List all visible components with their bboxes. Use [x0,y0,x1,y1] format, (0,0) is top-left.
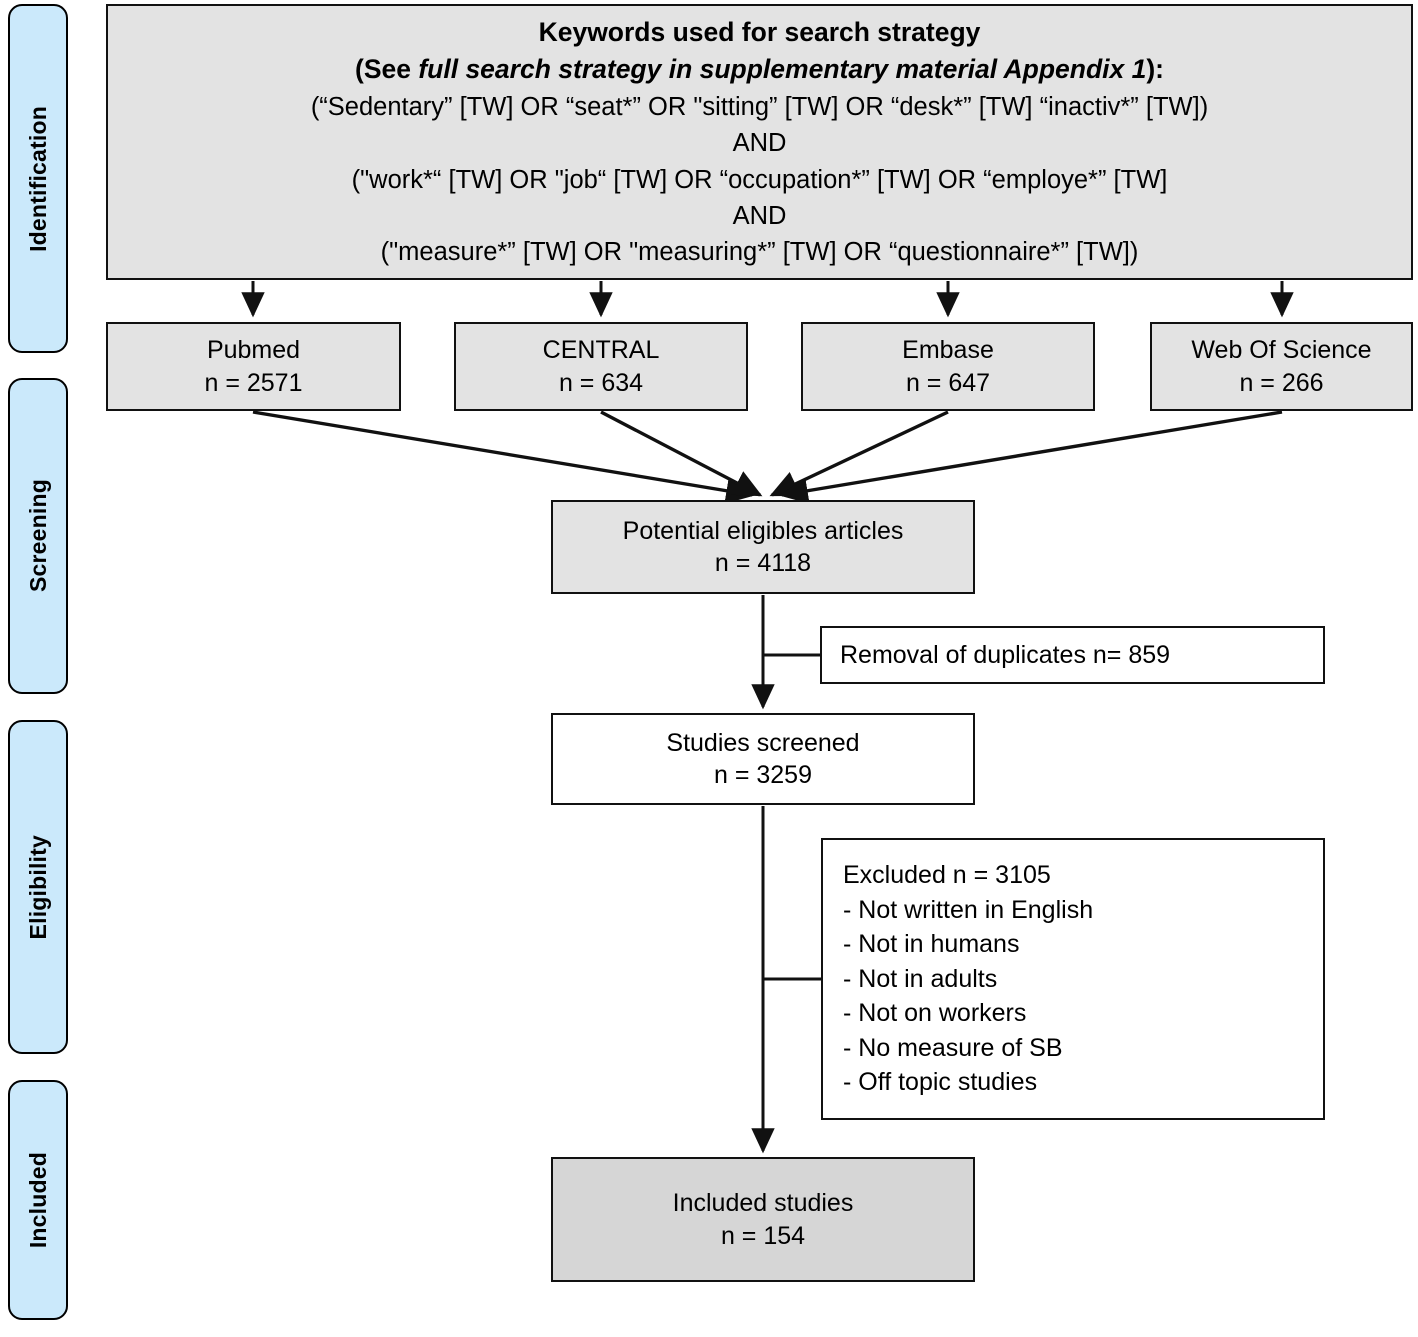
keywords-line-4: AND [732,201,787,230]
excluded-reason-not-written-in-english: - Not written in English [843,895,1094,924]
stage-tab-eligibility[interactable]: Eligibility [8,720,68,1054]
source-box-web-of-science: Web Of Science n = 266 [1150,322,1413,411]
source-name-web-of-science: Web Of Science [1191,336,1372,364]
keywords-box: Keywords used for search strategy (See f… [106,4,1413,280]
keywords-subtitle: (See full search strategy in supplementa… [355,51,1164,89]
source-box-pubmed: Pubmed n = 2571 [106,322,401,411]
excluded-box: Excluded n = 3105 - Not written in Engli… [821,838,1325,1120]
source-name-central: CENTRAL [542,336,660,364]
removal-of-duplicates-box: Removal of duplicates n= 859 [820,626,1325,684]
source-count-web-of-science: n = 266 [1239,368,1324,397]
stage-tab-included[interactable]: Included [8,1080,68,1320]
stage-label-screening: Screening [24,479,51,593]
stage-tab-identification[interactable]: Identification [8,4,68,353]
potential-eligibles-label: Potential eligibles articles [622,516,904,545]
arrows-sources-to-potential [252,410,1283,504]
stage-label-identification: Identification [24,105,51,252]
source-box-central: CENTRAL n = 634 [454,322,748,411]
source-name-embase: Embase [902,336,994,364]
arrow-potential-to-screened [751,595,820,710]
included-studies-box: Included studies n = 154 [551,1157,975,1282]
source-name-pubmed: Pubmed [206,336,301,364]
source-box-embase: Embase n = 647 [801,322,1095,411]
excluded-reason-off-topic-studies: - Off topic studies [843,1068,1038,1097]
keywords-line-3: ("work*“ [TW] OR "job“ [TW] OR “occupati… [351,165,1168,194]
potential-eligibles-count: n = 4118 [714,549,812,577]
keywords-subtitle-suffix: ): [1146,54,1164,85]
excluded-reason-no-measure-of-sb: - No measure of SB [843,1033,1063,1062]
stage-label-eligibility: Eligibility [24,834,51,940]
excluded-reason-not-in-adults: - Not in adults [843,964,998,993]
stage-tab-screening[interactable]: Screening [8,378,68,694]
source-count-embase: n = 647 [905,368,991,397]
removal-of-duplicates-label: Removal of duplicates n= 859 [840,640,1171,669]
keywords-line-5: ("measure*” [TW] OR "measuring*” [TW] OR… [380,237,1139,266]
keywords-line-1: (“Sedentary” [TW] OR “seat*” OR "sitting… [310,93,1209,122]
arrow-screened-to-included [751,806,821,1154]
excluded-header: Excluded n = 3105 [843,861,1051,890]
studies-screened-label: Studies screened [666,728,860,757]
source-count-pubmed: n = 2571 [204,368,303,397]
potential-eligibles-box: Potential eligibles articles n = 4118 [551,500,975,594]
keywords-line-2: AND [732,129,787,158]
excluded-reason-not-in-humans: - Not in humans [843,930,1020,959]
studies-screened-box: Studies screened n = 3259 [551,713,975,805]
keywords-subtitle-prefix: (See [355,54,419,85]
arrows-keywords-to-sources [241,281,1294,318]
studies-screened-count: n = 3259 [713,761,812,789]
keywords-subtitle-italic: full search strategy in supplementary ma… [418,54,1147,85]
included-studies-label: Included studies [672,1189,854,1217]
excluded-reason-not-on-workers: - Not on workers [843,999,1027,1028]
keywords-title: Keywords used for search strategy [538,16,981,47]
stage-label-included: Included [24,1151,51,1249]
source-count-central: n = 634 [558,368,644,397]
included-studies-count: n = 154 [720,1221,806,1250]
